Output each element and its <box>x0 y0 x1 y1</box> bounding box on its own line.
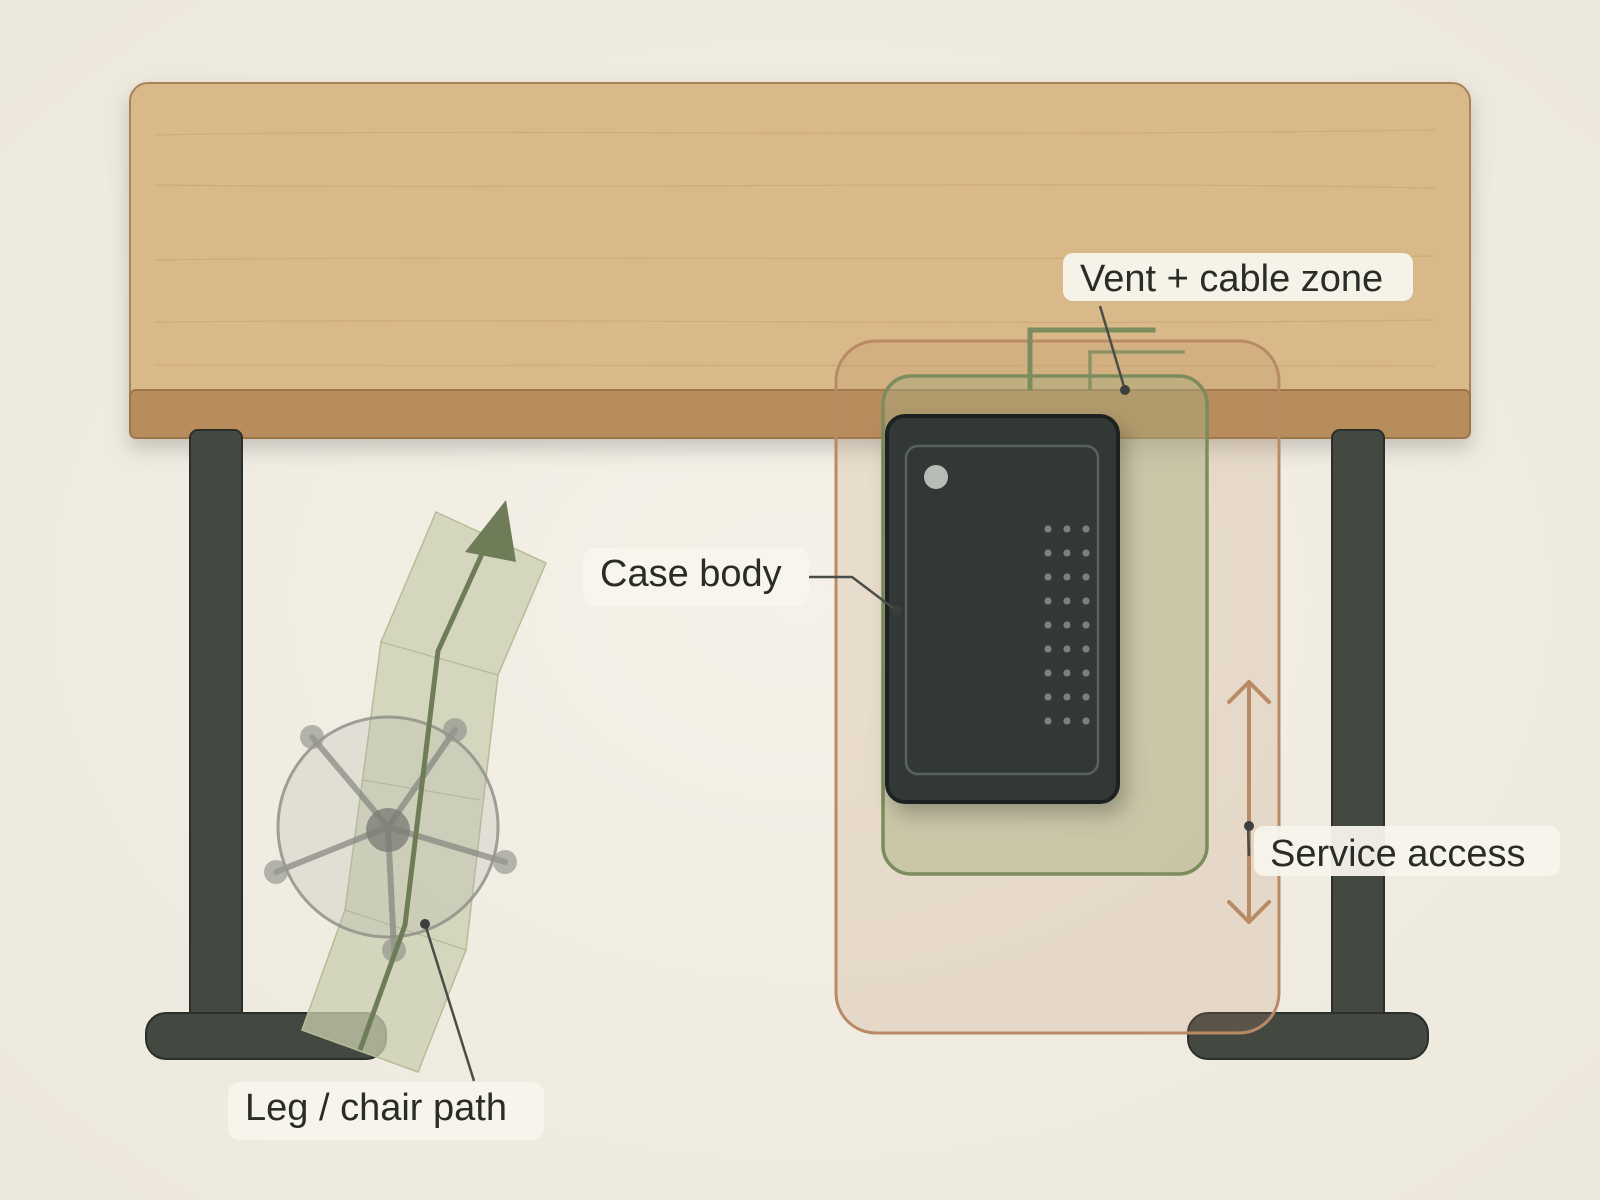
vent-hole <box>1044 717 1052 725</box>
chair-path-band <box>301 510 547 1073</box>
vent-hole <box>1063 573 1071 581</box>
vent-hole <box>1063 525 1071 533</box>
vent-hole <box>1044 573 1052 581</box>
label-service-access-text: Service access <box>1270 833 1526 875</box>
label-service-access: Service access <box>1254 826 1560 876</box>
vent-hole <box>1044 597 1052 605</box>
vent-hole <box>1082 693 1090 701</box>
vent-hole <box>1063 693 1071 701</box>
vent-hole <box>1044 669 1052 677</box>
vent-holes <box>1044 525 1090 725</box>
double-arrow-icon <box>1227 680 1271 924</box>
desk-leg-right <box>1187 429 1429 1060</box>
vent-hole <box>1063 669 1071 677</box>
vent-hole <box>1044 645 1052 653</box>
vent-hole <box>1082 645 1090 653</box>
desk-top <box>129 82 1471 439</box>
vent-hole <box>1082 669 1090 677</box>
vent-hole <box>1063 717 1071 725</box>
leader-dots <box>420 385 1254 929</box>
vent-hole <box>1082 549 1090 557</box>
vent-hole <box>1082 717 1090 725</box>
vent-hole <box>1082 621 1090 629</box>
label-case-body: Case body <box>583 548 809 606</box>
vent-hole <box>1044 549 1052 557</box>
label-vent-cable-zone: Vent + cable zone <box>1063 253 1413 301</box>
vent-hole <box>1063 549 1071 557</box>
vent-hole <box>1063 621 1071 629</box>
label-case-body-text: Case body <box>600 553 782 595</box>
vent-hole <box>1044 525 1052 533</box>
label-vent-cable-zone-text: Vent + cable zone <box>1080 258 1383 300</box>
label-leg-chair-path-text: Leg / chair path <box>245 1087 507 1129</box>
vent-hole <box>1063 597 1071 605</box>
label-leg-chair-path: Leg / chair path <box>228 1082 544 1140</box>
leader-lines <box>423 305 1251 1082</box>
vent-hole <box>1082 573 1090 581</box>
vent-hole <box>1044 621 1052 629</box>
cable-lines <box>1027 327 1185 391</box>
case-body <box>885 414 1120 804</box>
vent-hole <box>1063 645 1071 653</box>
vent-hole <box>1082 525 1090 533</box>
vent-hole <box>1044 693 1052 701</box>
office-chair-base-icon <box>264 715 517 962</box>
power-button-icon <box>924 465 948 489</box>
vent-hole <box>1082 597 1090 605</box>
path-arrow-icon <box>357 500 516 1051</box>
